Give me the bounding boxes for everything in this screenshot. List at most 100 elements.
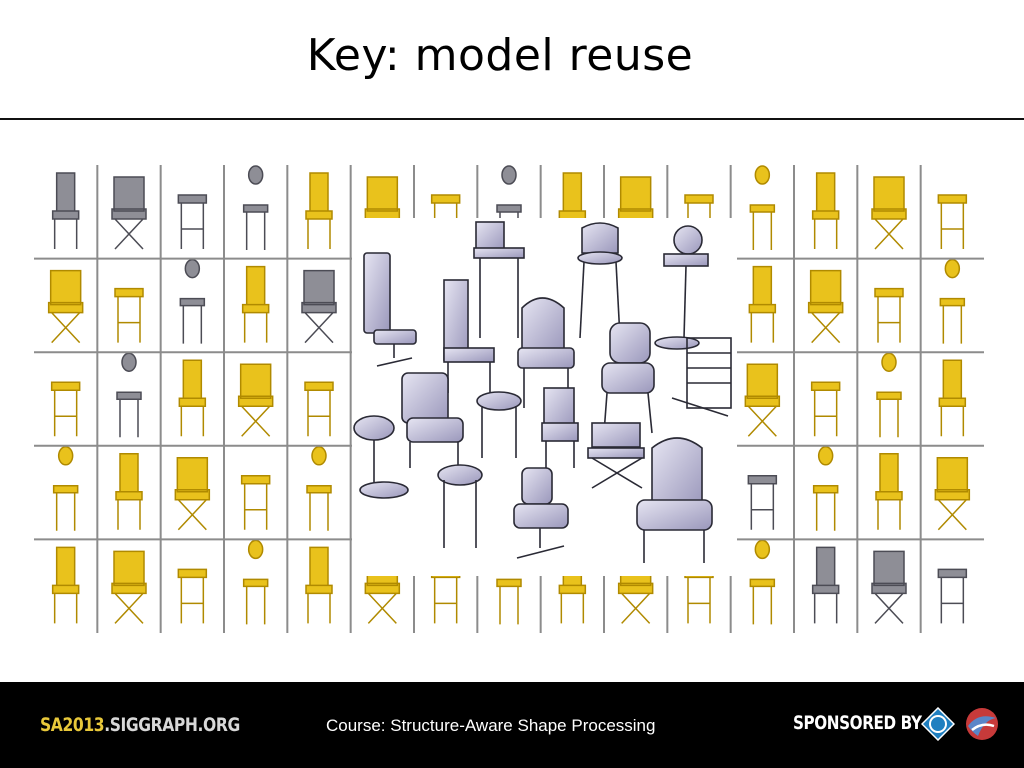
chair-silhouette bbox=[50, 381, 81, 437]
chair-thumbnail bbox=[871, 550, 907, 624]
chair-silhouette bbox=[938, 359, 967, 437]
chair-thumbnail bbox=[116, 352, 142, 438]
chair-silhouette bbox=[748, 265, 777, 343]
chair-thumbnail bbox=[937, 194, 968, 249]
chair-silhouette bbox=[811, 546, 840, 624]
chair-silhouette bbox=[749, 165, 776, 250]
chair-silhouette bbox=[177, 568, 208, 624]
chair-thumbnail bbox=[749, 165, 776, 250]
chair-thumbnail bbox=[744, 363, 781, 437]
chair-thumbnail bbox=[115, 453, 143, 530]
chair-thumbnail bbox=[111, 176, 147, 250]
chair-thumbnail bbox=[179, 258, 206, 344]
chair-silhouette bbox=[306, 446, 332, 531]
siggraph-swirl-icon bbox=[966, 708, 998, 740]
chair-silhouette bbox=[937, 194, 968, 249]
chair-silhouette bbox=[174, 457, 211, 531]
acm-logo-icon bbox=[921, 707, 955, 741]
chair-collection-image bbox=[352, 218, 737, 576]
chair-silhouette bbox=[304, 381, 334, 437]
chair-thumbnail bbox=[52, 446, 79, 531]
chair-thumbnail bbox=[242, 539, 269, 625]
chair-thumbnail bbox=[51, 172, 80, 249]
chair-thumbnail bbox=[812, 446, 839, 531]
chair-silhouette bbox=[876, 352, 902, 438]
chair-thumbnail bbox=[51, 546, 80, 624]
chair-silhouette bbox=[684, 568, 714, 624]
conference-brand[interactable]: SA2013.SIGGRAPH.ORG bbox=[40, 714, 240, 736]
chair-silhouette bbox=[430, 568, 461, 624]
chair-silhouette bbox=[242, 539, 269, 625]
chair-silhouette bbox=[111, 176, 147, 250]
chair-silhouette bbox=[871, 176, 907, 250]
chair-silhouette bbox=[937, 568, 968, 624]
slide-title: Key: model reuse bbox=[306, 30, 694, 81]
chair-silhouette bbox=[237, 363, 274, 437]
chair-silhouette bbox=[939, 258, 966, 344]
chair-thumbnail bbox=[871, 176, 907, 250]
sponsored-by-label: SPONSORED BY bbox=[793, 712, 922, 734]
chair-thumbnail bbox=[810, 381, 841, 437]
chair-thumbnail bbox=[939, 258, 966, 344]
chair-thumbnail bbox=[749, 539, 776, 625]
chair-silhouette bbox=[115, 453, 143, 530]
chair-thumbnail bbox=[430, 568, 461, 624]
chair-silhouette bbox=[177, 194, 208, 249]
brand-prefix: SA2013 bbox=[40, 714, 105, 736]
chair-thumbnail bbox=[242, 165, 269, 250]
chair-silhouette bbox=[178, 359, 207, 437]
chair-thumbnail bbox=[111, 550, 147, 624]
chair-thumbnail bbox=[938, 359, 967, 437]
chair-silhouette bbox=[744, 363, 781, 437]
chair-silhouette bbox=[305, 546, 333, 624]
chair-thumbnail bbox=[47, 269, 84, 344]
chair-silhouette bbox=[496, 165, 522, 250]
chair-thumbnail bbox=[874, 287, 904, 343]
chair-silhouette bbox=[305, 172, 333, 249]
chair-thumbnail bbox=[305, 172, 333, 249]
chair-thumbnail bbox=[876, 352, 902, 438]
chair-silhouette bbox=[810, 381, 841, 437]
chair-thumbnail bbox=[496, 165, 522, 250]
chair-thumbnail bbox=[240, 475, 271, 530]
chair-silhouette bbox=[241, 265, 270, 343]
chair-thumbnail bbox=[237, 363, 274, 437]
chair-thumbnail bbox=[684, 568, 714, 624]
chair-thumbnail bbox=[934, 457, 971, 531]
chair-thumbnail bbox=[177, 568, 208, 624]
chair-silhouette bbox=[51, 546, 80, 624]
chair-thumbnail bbox=[50, 381, 81, 437]
chair-silhouette bbox=[52, 446, 79, 531]
chair-thumbnail bbox=[748, 265, 777, 343]
chair-thumbnail bbox=[747, 475, 778, 530]
footer-bar bbox=[0, 682, 1024, 768]
chair-silhouette bbox=[114, 287, 144, 343]
chair-thumbnail bbox=[178, 359, 207, 437]
chair-silhouette bbox=[934, 457, 971, 531]
chair-silhouette bbox=[116, 352, 142, 438]
chair-silhouette bbox=[301, 269, 337, 344]
chair-collection-icon bbox=[353, 221, 732, 563]
chair-silhouette bbox=[747, 475, 778, 530]
title-divider bbox=[0, 118, 1024, 120]
chair-thumbnail bbox=[937, 568, 968, 624]
chair-thumbnail bbox=[174, 457, 211, 531]
chair-thumbnail bbox=[304, 381, 334, 437]
chair-silhouette bbox=[47, 269, 84, 344]
chair-thumbnail bbox=[301, 269, 337, 344]
chair-thumbnail bbox=[114, 287, 144, 343]
chair-silhouette bbox=[242, 165, 269, 250]
chair-silhouette bbox=[812, 446, 839, 531]
chair-thumbnail bbox=[811, 546, 840, 624]
course-name: Course: Structure-Aware Shape Processing bbox=[326, 716, 656, 735]
brand-suffix: .SIGGRAPH.ORG bbox=[104, 714, 240, 736]
chair-silhouette bbox=[240, 475, 271, 530]
chair-silhouette bbox=[875, 453, 903, 530]
chair-silhouette bbox=[111, 550, 147, 624]
chair-silhouette bbox=[749, 539, 776, 625]
chair-silhouette bbox=[179, 258, 206, 344]
chair-silhouette bbox=[871, 550, 907, 624]
chair-thumbnail bbox=[306, 446, 332, 531]
chair-thumbnail bbox=[807, 269, 844, 344]
chair-thumbnail bbox=[875, 453, 903, 530]
